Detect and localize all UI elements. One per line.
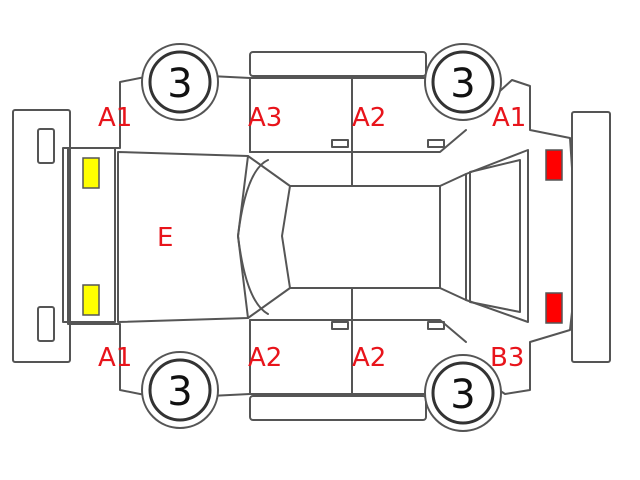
wheel-front-right-value: 3 — [167, 369, 192, 415]
windshield — [247, 155, 291, 319]
code-front-left: A1 — [98, 103, 132, 133]
front-bumper-right-notch — [37, 306, 55, 342]
wheel-rear-left-value: 3 — [450, 61, 475, 107]
wheel-rear-right-value: 3 — [450, 372, 475, 418]
wheel-rear-left: 3 — [424, 43, 502, 121]
left-front-door-handle — [331, 139, 349, 148]
left-rear-door-handle — [427, 139, 445, 148]
left-headlight — [82, 157, 100, 189]
front-grille-area — [62, 147, 116, 323]
code-right-rear-door: A2 — [352, 343, 386, 373]
trunk-inner — [469, 159, 521, 313]
right-taillight — [545, 292, 563, 324]
wheel-front-left-value: 3 — [167, 61, 192, 107]
code-rear-right: B3 — [490, 343, 524, 373]
front-bumper — [12, 109, 71, 363]
windshield-curve-top — [237, 159, 269, 237]
wheel-rear-right: 3 — [424, 354, 502, 432]
right-rear-door-handle — [427, 321, 445, 330]
left-side-sill — [249, 51, 427, 77]
front-bumper-left-notch — [37, 128, 55, 164]
right-door-sill-line — [249, 319, 467, 343]
left-door-sill-line — [249, 129, 467, 153]
code-rear-left: A1 — [492, 103, 526, 133]
code-hood: E — [157, 223, 173, 253]
right-front-door-handle — [331, 321, 349, 330]
hood-panel — [117, 151, 249, 323]
right-side-sill — [249, 395, 427, 421]
wheel-front-left: 3 — [141, 43, 219, 121]
code-right-front-door: A2 — [248, 343, 282, 373]
left-taillight — [545, 149, 563, 181]
code-left-front-door: A3 — [248, 103, 282, 133]
right-headlight — [82, 284, 100, 316]
code-left-rear-door: A2 — [352, 103, 386, 133]
wheel-front-right: 3 — [141, 351, 219, 429]
rear-bumper — [571, 111, 611, 363]
roof-panel — [289, 185, 441, 289]
rear-window — [439, 173, 467, 301]
trunk-lid — [465, 149, 529, 323]
code-front-right: A1 — [98, 343, 132, 373]
windshield-curve-bottom — [237, 235, 269, 315]
